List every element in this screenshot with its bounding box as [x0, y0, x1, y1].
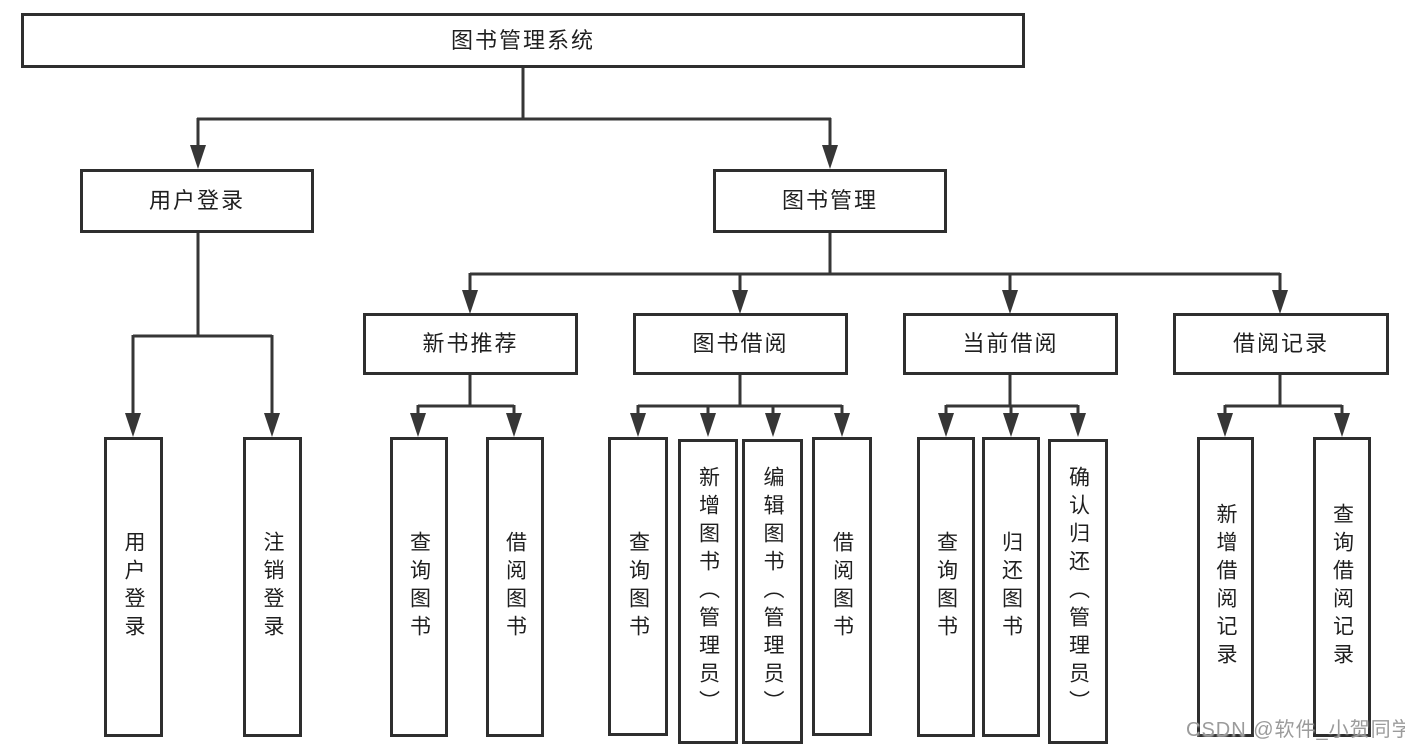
node-current-borrow: 当前借阅	[903, 313, 1118, 375]
node-bb-edit-book-admin: 编辑图书（管理员）	[742, 439, 803, 744]
arrowhead-down-icon	[1070, 413, 1086, 437]
connector-user-login	[125, 232, 280, 437]
arrowhead-down-icon	[822, 145, 838, 169]
connector-borrow-record	[1217, 375, 1350, 437]
node-nbr-query-book: 查询图书	[390, 437, 448, 737]
connector-new-book-recommend	[410, 375, 522, 437]
arrowhead-down-icon	[765, 413, 781, 437]
connector-current-borrow	[938, 375, 1086, 437]
arrowhead-down-icon	[732, 290, 748, 314]
node-user-login-branch: 用户登录	[80, 169, 314, 233]
arrowhead-down-icon	[264, 413, 280, 437]
node-cb-return-book: 归还图书	[982, 437, 1040, 737]
arrowhead-down-icon	[506, 413, 522, 437]
arrowhead-down-icon	[700, 413, 716, 437]
node-book-management: 图书管理	[713, 169, 947, 233]
node-br-add-record: 新增借阅记录	[1197, 437, 1254, 737]
node-bb-borrow-book: 借阅图书	[812, 437, 872, 736]
node-library-management-system: 图书管理系统	[21, 13, 1025, 68]
connector-line	[416, 375, 516, 415]
arrowhead-down-icon	[1002, 290, 1018, 314]
node-logout: 注销登录	[243, 437, 302, 737]
node-cb-query-book: 查询图书	[917, 437, 975, 737]
node-borrow-record: 借阅记录	[1173, 313, 1389, 375]
arrowhead-down-icon	[1272, 290, 1288, 314]
node-nbr-borrow-book: 借阅图书	[486, 437, 544, 737]
connector-line	[1223, 375, 1344, 415]
connector-line	[468, 232, 1282, 293]
arrowhead-down-icon	[1003, 413, 1019, 437]
connector-line	[196, 68, 832, 150]
connector-book-management	[462, 232, 1288, 314]
arrowhead-down-icon	[834, 413, 850, 437]
arrowhead-down-icon	[190, 145, 206, 169]
arrowhead-down-icon	[462, 290, 478, 314]
arrowhead-down-icon	[125, 413, 141, 437]
arrowhead-down-icon	[410, 413, 426, 437]
node-bb-query-book: 查询图书	[608, 437, 668, 736]
connector-line	[636, 375, 844, 415]
node-cb-confirm-return-admin: 确认归还（管理员）	[1048, 439, 1108, 744]
node-bb-add-book-admin: 新增图书（管理员）	[678, 439, 738, 744]
connector-book-borrow	[630, 375, 850, 437]
node-book-borrow: 图书借阅	[633, 313, 848, 375]
connector-root	[190, 68, 838, 169]
node-new-book-recommend: 新书推荐	[363, 313, 578, 375]
arrowhead-down-icon	[630, 413, 646, 437]
watermark: CSDN @软件_小贺同学	[1186, 719, 1405, 741]
arrowhead-down-icon	[1334, 413, 1350, 437]
node-br-query-record: 查询借阅记录	[1313, 437, 1371, 737]
arrowhead-down-icon	[938, 413, 954, 437]
arrowhead-down-icon	[1217, 413, 1233, 437]
node-user-login: 用户登录	[104, 437, 163, 737]
connector-line	[944, 375, 1080, 415]
connector-line	[131, 232, 274, 415]
